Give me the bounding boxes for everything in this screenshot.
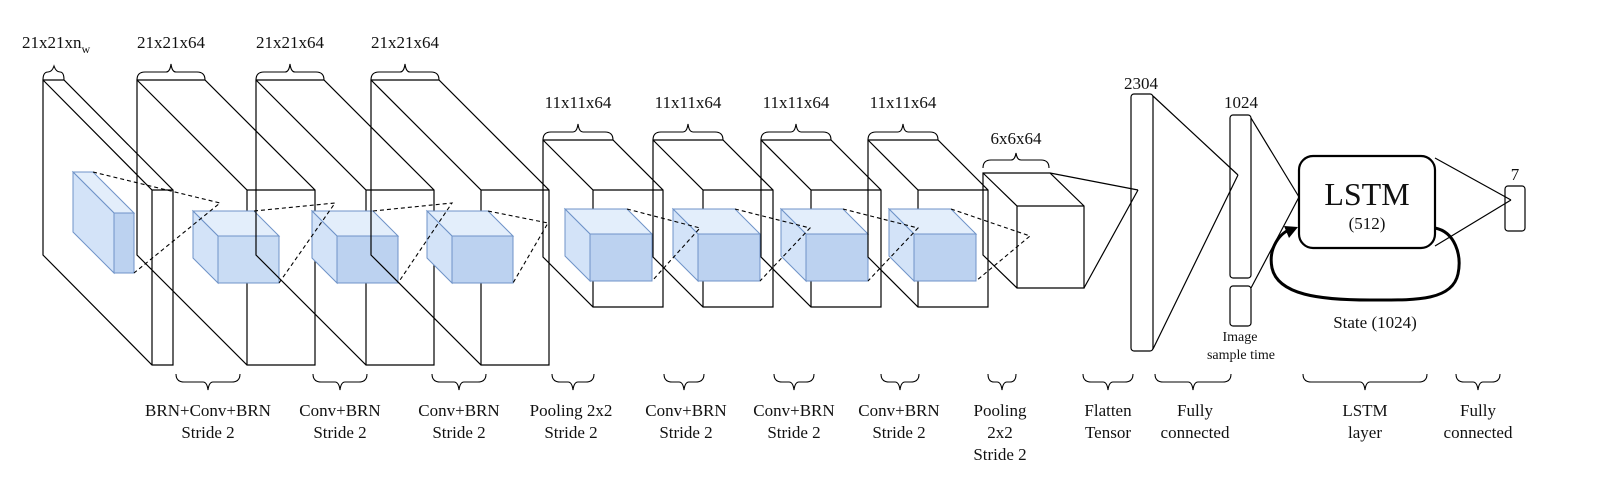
brace-conv5	[760, 123, 832, 141]
op-label-8-line3: Stride 2	[973, 445, 1026, 464]
op-label-11-line1: LSTM	[1342, 401, 1387, 420]
image-sample-label-2: sample time	[1207, 348, 1275, 363]
lstm-state-label: State (1024)	[1333, 313, 1417, 332]
pool1-dim-label: 11x11x64	[545, 93, 612, 112]
flatten-vector	[1130, 93, 1154, 352]
conv3-dim-label: 21x21x64	[371, 33, 440, 52]
lstm-block: LSTM (512) State (1024)	[1269, 154, 1461, 332]
receptive-field-lines	[92, 171, 1032, 284]
conv5-layer	[760, 139, 882, 308]
op-label-1-line2: Stride 2	[181, 423, 234, 442]
pool1-layer	[542, 139, 664, 308]
brace-pool2	[982, 152, 1050, 169]
conv1-layer	[136, 79, 316, 366]
conv3-kernel	[425, 209, 515, 285]
op-label-10-line2: connected	[1161, 423, 1230, 442]
op-label-9-line1: Flatten	[1084, 401, 1132, 420]
lstm-state-loop	[1269, 226, 1461, 302]
brace-conv6	[867, 123, 939, 141]
pool2-dim-label: 6x6x64	[991, 129, 1043, 148]
image-sample-label-1: Image	[1223, 330, 1258, 345]
op-label-7-line2: Stride 2	[872, 423, 925, 442]
conv6-layer	[867, 139, 989, 308]
op-label-6-line1: Conv+BRN	[753, 401, 834, 420]
lstm-title: LSTM	[1324, 176, 1409, 212]
conv2-layer	[255, 79, 435, 366]
conv4-dim-label: 11x11x64	[655, 93, 722, 112]
brace-pool1	[542, 123, 614, 141]
conv6-dim-label: 11x11x64	[870, 93, 937, 112]
conv4-layer	[652, 139, 774, 308]
input-layer	[42, 79, 174, 366]
top-braces	[42, 63, 1050, 169]
lstm-cell	[1297, 154, 1437, 250]
brace-conv2	[255, 63, 325, 81]
input-dim-label: 21x21xnw	[22, 33, 91, 56]
op-label-8-line1: Pooling	[974, 401, 1027, 420]
conv2-kernel	[310, 209, 400, 285]
op-label-5-line1: Conv+BRN	[645, 401, 726, 420]
image-sample-time-input	[1229, 285, 1252, 327]
output-layer	[1434, 157, 1526, 247]
op-label-2-line1: Conv+BRN	[299, 401, 380, 420]
conv1-kernel	[191, 209, 281, 285]
lstm-state-arrowhead	[1284, 226, 1298, 238]
brace-conv4	[652, 123, 724, 141]
fc-dim-label: 1024	[1224, 93, 1259, 112]
op-label-11-line2: layer	[1348, 423, 1382, 442]
conv2-dim-label: 21x21x64	[256, 33, 325, 52]
brace-conv1	[136, 63, 206, 81]
pool1-kernel	[563, 207, 654, 283]
output-vector	[1504, 185, 1526, 232]
op-label-1-line1: BRN+Conv+BRN	[145, 401, 271, 420]
op-label-4-line2: Stride 2	[544, 423, 597, 442]
output-dim-label: 7	[1511, 165, 1520, 184]
op-label-12-line1: Fully	[1460, 401, 1496, 420]
conv4-kernel	[671, 207, 762, 283]
op-label-5-line2: Stride 2	[659, 423, 712, 442]
op-label-7-line1: Conv+BRN	[858, 401, 939, 420]
lstm-units: (512)	[1349, 214, 1386, 233]
op-label-8-line2: 2x2	[987, 423, 1013, 442]
bottom-labels: BRN+Conv+BRN Stride 2 Conv+BRN Stride 2 …	[145, 401, 1513, 464]
op-label-9-line2: Tensor	[1085, 423, 1131, 442]
fc-layer	[1229, 114, 1300, 327]
conv3-layer	[370, 79, 550, 366]
op-label-6-line2: Stride 2	[767, 423, 820, 442]
op-label-2-line2: Stride 2	[313, 423, 366, 442]
brace-conv3	[370, 63, 440, 81]
op-label-4-line1: Pooling 2x2	[530, 401, 613, 420]
fc-vector	[1229, 114, 1252, 279]
op-label-3-line1: Conv+BRN	[418, 401, 499, 420]
input-kernel	[71, 170, 136, 275]
conv5-dim-label: 11x11x64	[763, 93, 830, 112]
bottom-braces	[175, 373, 1501, 391]
flatten-dim-label: 2304	[1124, 74, 1159, 93]
flatten-layer	[1049, 93, 1239, 352]
op-label-3-line2: Stride 2	[432, 423, 485, 442]
brace-input	[42, 64, 65, 81]
op-label-10-line1: Fully	[1177, 401, 1213, 420]
conv1-dim-label: 21x21x64	[137, 33, 206, 52]
pool2-layer	[982, 172, 1085, 289]
op-label-12-line2: connected	[1444, 423, 1513, 442]
